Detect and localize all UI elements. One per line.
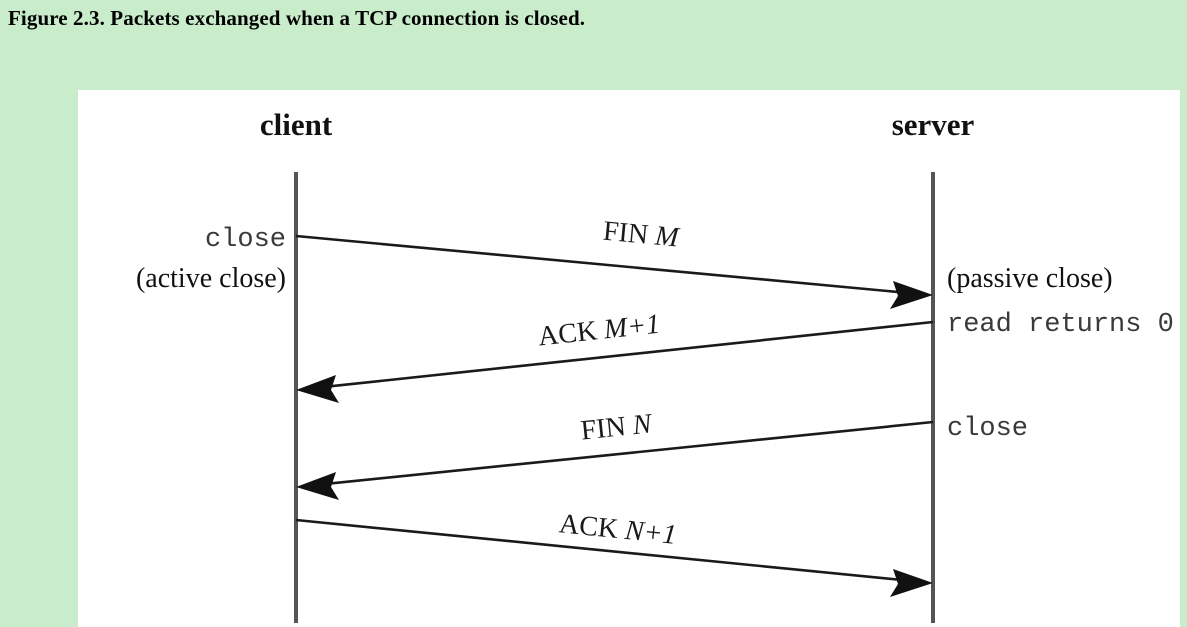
figure-caption: Figure 2.3. Packets exchanged when a TCP… bbox=[8, 6, 586, 30]
diagram-panel bbox=[78, 90, 1180, 627]
